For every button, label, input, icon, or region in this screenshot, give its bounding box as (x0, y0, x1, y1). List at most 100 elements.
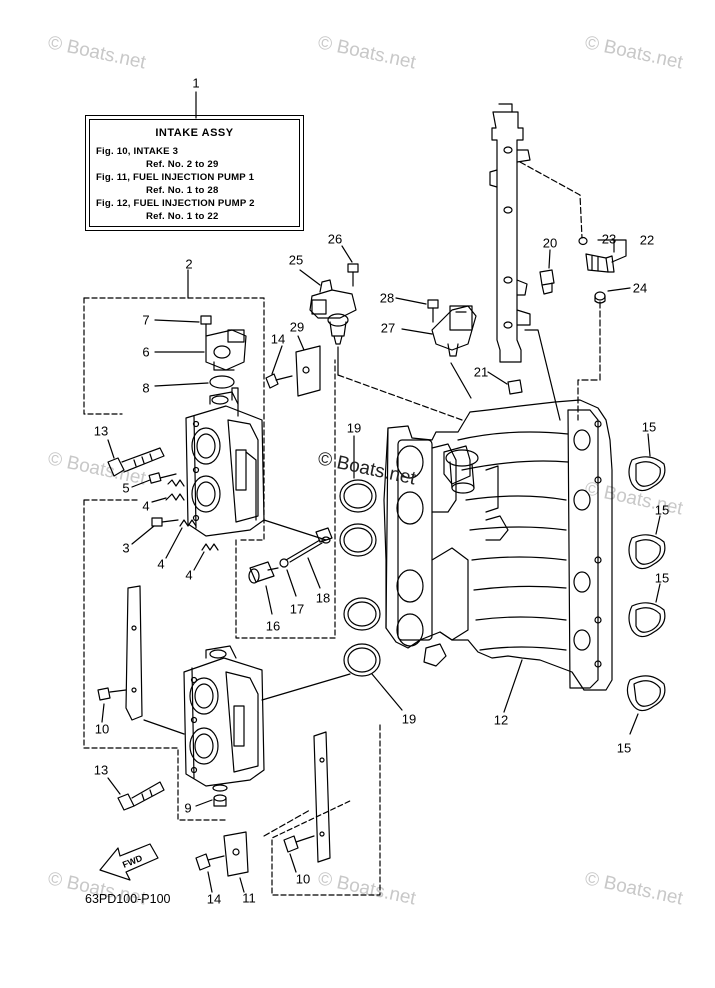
callout-1: 1 (192, 75, 200, 91)
leader-line (271, 345, 283, 375)
callout-6: 6 (142, 344, 150, 360)
callout-15: 15 (654, 502, 670, 518)
legend-line: Ref. No. 2 to 29 (146, 159, 219, 170)
sensor-25 (309, 279, 357, 345)
o-ring-23 (578, 236, 588, 246)
leader-line (101, 703, 105, 723)
bolt-26 (347, 263, 359, 287)
leader-line (286, 569, 297, 597)
callout-2: 2 (185, 256, 193, 272)
leader-line (450, 362, 472, 399)
leader-line (655, 515, 661, 535)
leader-line (107, 777, 121, 795)
fuel-rail (489, 103, 531, 363)
sensor-27 (431, 305, 477, 357)
callout-26: 26 (327, 231, 343, 247)
leader-line (607, 287, 631, 292)
bracket-11 (223, 831, 249, 877)
bolt-10-left (97, 687, 127, 701)
callout-19: 19 (401, 711, 417, 727)
leader-line (193, 551, 205, 571)
leader-line (165, 527, 183, 559)
callout-18: 18 (315, 590, 331, 606)
callout-13: 13 (93, 423, 109, 439)
callout-22: 22 (639, 232, 655, 248)
throttle-body-lower (183, 645, 265, 787)
callout-16: 16 (265, 618, 281, 634)
leader-line (154, 319, 200, 323)
leader-line (307, 557, 321, 589)
leader-line (299, 269, 321, 286)
bolt-13-lower (117, 781, 165, 811)
legend-line: Ref. No. 1 to 22 (146, 211, 219, 222)
callout-12: 12 (493, 712, 509, 728)
callout-17: 17 (289, 601, 305, 617)
leader-line (487, 371, 508, 385)
group-outline-2b (83, 297, 123, 415)
leader-line (263, 519, 327, 541)
group-outline-lower (83, 499, 229, 821)
leader-line (154, 382, 209, 387)
leader-line (655, 583, 661, 603)
leader-line (151, 497, 167, 503)
spring-4b (179, 519, 219, 551)
callout-7: 7 (142, 312, 150, 328)
callout-28: 28 (379, 290, 395, 306)
leader-line (195, 799, 213, 807)
gasket-19-upper (339, 479, 377, 557)
joint-16 (248, 561, 279, 584)
bolt-10-right (283, 835, 315, 853)
group-outline-2 (83, 297, 265, 541)
bracket-29 (295, 345, 321, 397)
callout-21: 21 (473, 364, 489, 380)
callout-10: 10 (295, 871, 311, 887)
leader-line (548, 249, 551, 269)
callout-14: 14 (270, 331, 286, 347)
callout-4: 4 (157, 556, 165, 572)
leader-line (289, 853, 297, 873)
leader-line (131, 479, 151, 488)
bolt-28 (427, 299, 439, 323)
nut-17 (279, 558, 289, 568)
callout-4: 4 (185, 567, 193, 583)
gasket-15 (626, 456, 666, 712)
leader-line (239, 877, 245, 893)
callout-29: 29 (289, 319, 305, 335)
leader-line (401, 328, 433, 335)
callout-25: 25 (288, 252, 304, 268)
leader-line (341, 245, 353, 263)
washer-9 (212, 784, 228, 807)
leader-line (371, 673, 403, 711)
callout-9: 9 (184, 800, 192, 816)
leader-line (265, 585, 273, 615)
leader-line (503, 659, 523, 713)
leader-line (629, 713, 639, 735)
callout-14: 14 (206, 891, 222, 907)
callout-20: 20 (542, 235, 558, 251)
group-outline-center (235, 359, 336, 639)
callout-13: 13 (93, 762, 109, 778)
leader-line (597, 239, 627, 263)
nipple-20 (539, 269, 555, 295)
callout-4: 4 (142, 498, 150, 514)
link-rod-18 (285, 527, 333, 563)
legend-line: Fig. 10, INTAKE 3 (96, 146, 179, 157)
bolt-14-lower (195, 853, 225, 871)
callout-23: 23 (601, 231, 617, 247)
injector-22 (585, 253, 615, 273)
plate-10-right (313, 731, 331, 863)
bolt-13 (107, 447, 165, 477)
legend-box: INTAKE ASSY Fig. 10, INTAKE 3 Ref. No. 2… (85, 115, 304, 231)
callout-27: 27 (380, 320, 396, 336)
callout-10: 10 (94, 721, 110, 737)
leader-line (647, 433, 651, 457)
leader-line (524, 329, 561, 421)
plate-10-left (125, 585, 143, 721)
callout-15: 15 (641, 419, 657, 435)
callout-5: 5 (122, 480, 130, 496)
screw-5 (148, 472, 177, 484)
callout-8: 8 (142, 380, 150, 396)
leader-line (263, 809, 311, 837)
